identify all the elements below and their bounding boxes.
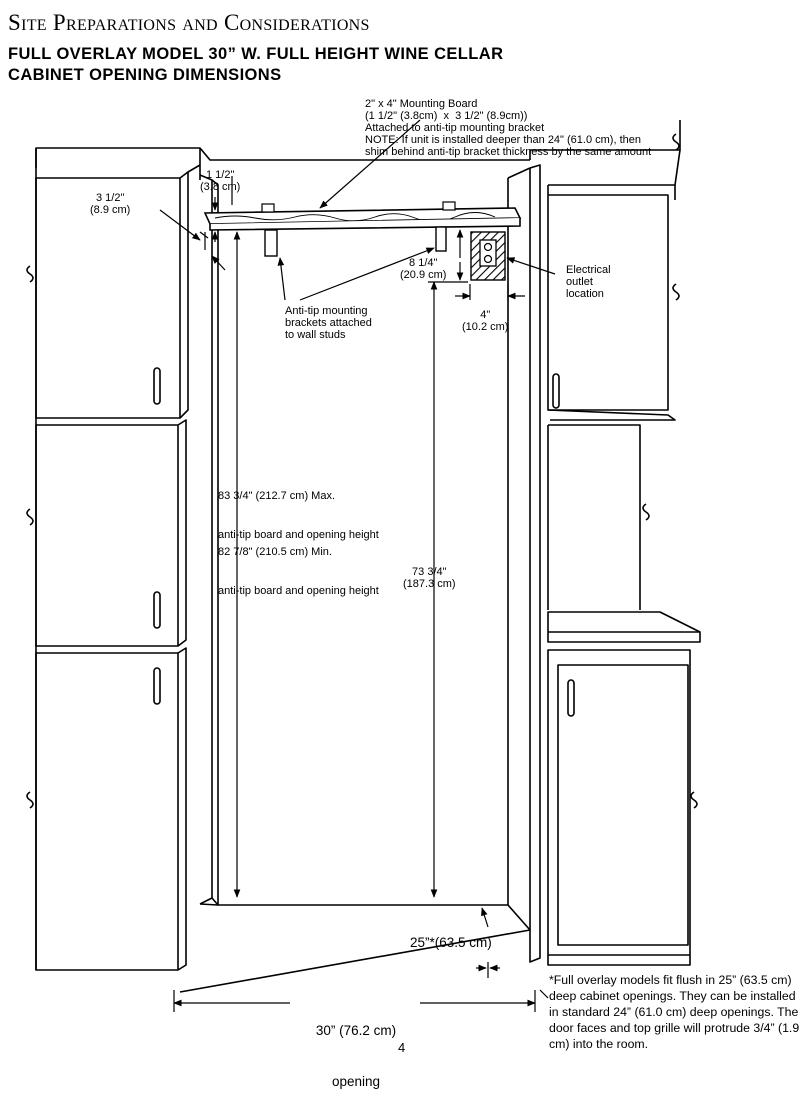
max-height-note: anti-tip board and opening height [218,529,379,541]
mounting-board-callout: 2" x 4" Mounting Board (1 1/2" (3.8cm) x… [365,98,652,158]
subtitle-line-2: CABINET OPENING DIMENSIONS [8,66,282,84]
anti-tip-bracket-right [435,226,447,252]
page-title: Site Preparations and Considerations [8,10,370,35]
opening-floor [179,904,531,993]
opening-left-panel [199,174,213,905]
anti-tip-bracket-left [264,229,278,257]
min-height-note: anti-tip board and opening height [218,585,379,597]
mounting-board-leader [319,119,421,209]
width-note: opening [331,1074,381,1089]
right-lower-handle [567,679,575,717]
board-thickness-callout: 1 1/2" (3.8 cm) [200,169,241,193]
min-height-value: 82 7/8" (210.5 cm) Min. [218,546,332,558]
left-lower-handle [153,667,161,705]
cabinet-opening-diagram [26,119,701,1012]
footnote: *Full overlay models fit flush in 25” (6… [549,973,800,1051]
left-middle-handle [153,591,161,629]
left-middle-cabinet [35,419,187,647]
depth-callout: 25”*(63.5 cm) [410,935,492,950]
page-number: 4 [398,1040,406,1055]
width-value: 30” (76.2 cm) [315,1023,397,1038]
electrical-outlet-callout: Electrical outlet location [566,264,611,300]
board-depth-callout: 3 1/2" (8.9 cm) [90,192,131,216]
opening-right-panel [529,164,541,963]
min-height-callout: 82 7/8" (210.5 cm) Min. anti-tip board a… [218,522,379,609]
right-lower-cabinet [547,649,691,956]
diagram-subtitle: FULL OVERLAY MODEL 30” W. FULL HEIGHT WI… [8,44,503,86]
break-mark [26,265,34,283]
electrical-outlet [470,231,506,281]
max-height-value: 83 3/4" (212.7 cm) Max. [218,490,336,502]
outlet-height-callout: 8 1/4" (20.9 cm) [400,257,447,281]
outlet-offset-callout: 4" (10.2 cm) [462,309,509,333]
mounting-board [203,201,522,231]
outlet-clear-height-callout: 73 3/4" (187.3 cm) [403,566,456,590]
right-wall-top-line [529,120,681,160]
left-upper-handle [153,367,161,405]
right-countertop [547,611,701,643]
max-height-callout: 83 3/4" (212.7 cm) Max. anti-tip board a… [218,466,379,553]
subtitle-line-1: FULL OVERLAY MODEL 30” W. FULL HEIGHT WI… [8,45,504,63]
anti-tip-brackets-callout: Anti-tip mounting brackets attached to w… [285,305,372,341]
left-lower-cabinet [35,647,187,971]
opening-left-inner [211,179,219,906]
right-upper-handle [552,373,560,409]
